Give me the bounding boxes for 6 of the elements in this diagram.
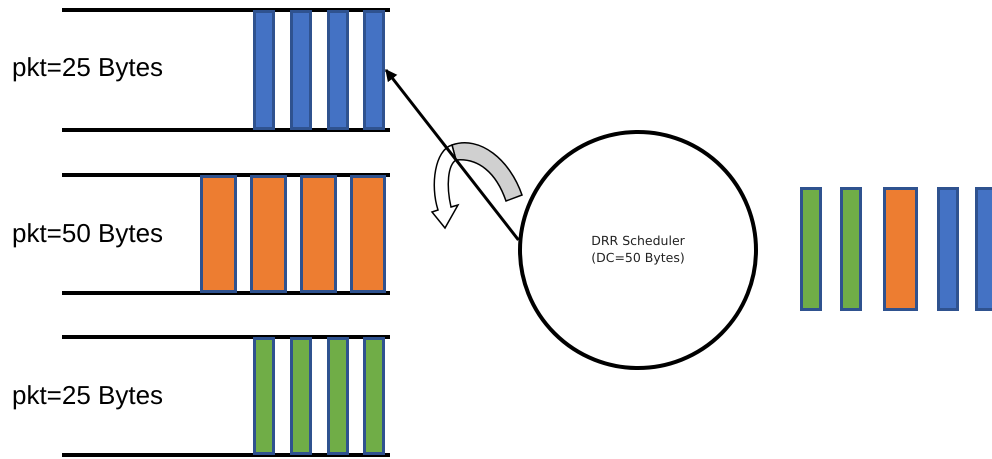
- arrow: [384, 69, 520, 241]
- scheduler-label: DRR Scheduler (DC=50 Bytes): [590, 233, 686, 267]
- queue-label: pkt=50 Bytes: [12, 218, 164, 249]
- packet-bar: [363, 10, 385, 130]
- queue-label: pkt=25 Bytes: [12, 380, 164, 411]
- queue-label: pkt=25 Bytes: [12, 52, 164, 83]
